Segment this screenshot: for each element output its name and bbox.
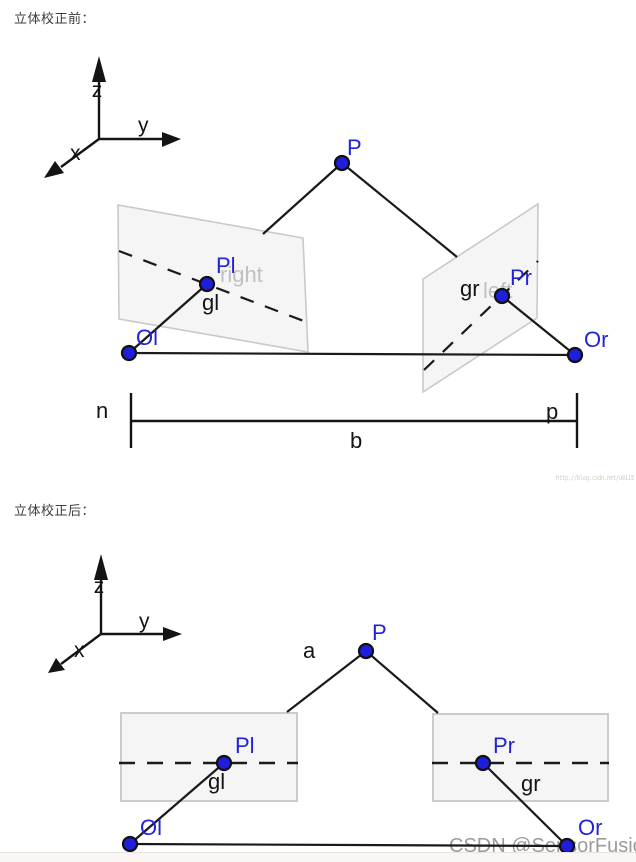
left-epipolar-dashed-line <box>118 249 310 325</box>
left-image-plane <box>120 712 298 802</box>
ray-P-to-right-plane <box>341 162 458 258</box>
label-gr: gr <box>521 771 541 796</box>
page-bottom-strip <box>0 852 636 862</box>
ray-Pr-Or <box>501 295 576 356</box>
point-P <box>357 642 375 660</box>
label-Pr: Pr <box>510 265 532 290</box>
blog-url-watermark: http://blog.csdn.net/u0115 <box>556 474 634 482</box>
point-Pl <box>198 275 216 293</box>
x-axis-label: x <box>70 142 81 165</box>
z-axis-arrow-icon <box>92 56 106 82</box>
label-Or: Or <box>584 327 608 352</box>
point-Pr <box>493 287 511 305</box>
figure-before: z y x right left n <box>44 56 634 482</box>
right-image-plane <box>432 713 609 802</box>
label-P: P <box>347 135 362 160</box>
label-Pr: Pr <box>493 733 515 758</box>
z-axis-arrow-icon <box>94 554 108 580</box>
ray-Ol-Pl <box>128 283 208 354</box>
label-P: P <box>372 620 387 645</box>
label-p: p <box>546 399 558 424</box>
x-axis-line <box>60 138 100 168</box>
ray-Pr-Or <box>482 762 568 847</box>
label-gr: gr <box>460 276 480 301</box>
left-image-plane <box>117 204 309 353</box>
label-Ol: Ol <box>136 325 158 350</box>
section-title-before-rectification: 立体校正前： <box>14 11 96 26</box>
y-axis-arrow-icon <box>162 132 181 147</box>
label-Pl: Pl <box>216 253 236 278</box>
y-axis-label: y <box>138 114 149 137</box>
label-n: n <box>96 398 108 423</box>
x-axis-arrow-icon <box>48 658 65 673</box>
point-Pr <box>474 754 492 772</box>
ghost-label-right: right <box>220 262 263 287</box>
section-title-after-rectification: 立体校正后： <box>14 503 96 518</box>
axes-after: z y x <box>48 554 182 673</box>
ray-P-to-right-plane <box>365 650 439 714</box>
label-gl: gl <box>208 769 225 794</box>
ray-Ol-Pl <box>129 762 225 845</box>
point-Or <box>566 346 584 364</box>
x-axis-arrow-icon <box>44 161 64 178</box>
point-Pl <box>215 754 233 772</box>
point-Ol <box>120 344 138 362</box>
axes-before: z y x <box>44 56 181 178</box>
figure-after: z y x CSDN @SensorFusion <box>48 554 636 857</box>
baseline-Ol-Or <box>129 842 568 848</box>
z-axis-label: z <box>92 79 103 102</box>
right-epipolar-dashed-line <box>423 260 539 371</box>
point-Or <box>558 837 576 855</box>
point-P <box>333 154 351 172</box>
point-Ol <box>121 835 139 853</box>
label-Or: Or <box>578 815 602 840</box>
baseline-Ol-Or <box>128 351 576 357</box>
ray-P-to-left-plane <box>262 162 343 235</box>
z-axis-label: z <box>94 575 105 598</box>
label-gl: gl <box>202 290 219 315</box>
right-image-plane <box>422 202 539 394</box>
label-b: b <box>350 428 362 453</box>
x-axis-label: x <box>74 639 85 662</box>
x-axis-line <box>60 633 102 665</box>
y-axis-label: y <box>139 610 150 633</box>
y-axis-arrow-icon <box>163 627 182 641</box>
label-Pl: Pl <box>235 733 255 758</box>
ray-P-to-left-plane <box>286 650 367 713</box>
label-a: a <box>303 638 316 663</box>
baseline-measure: n p b <box>96 393 579 453</box>
label-Ol: Ol <box>140 815 162 840</box>
